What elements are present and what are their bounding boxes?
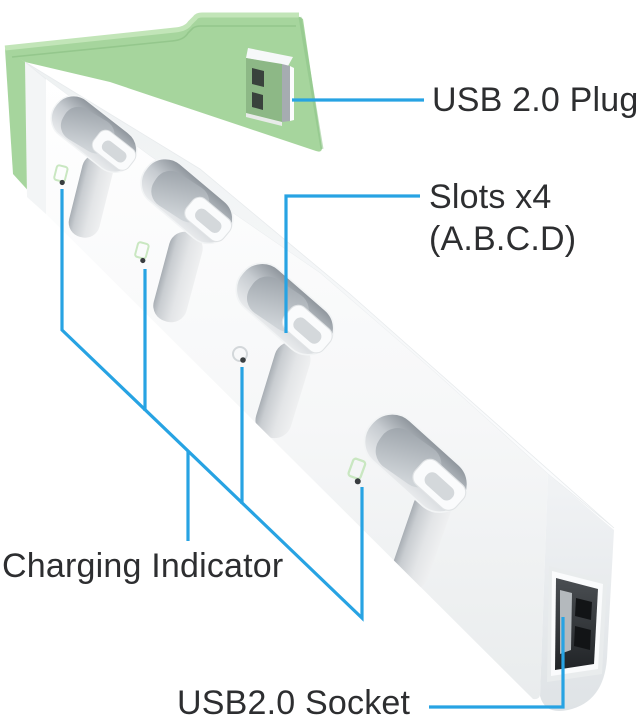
plug-tongue-face xyxy=(246,58,282,122)
slots-callout-line xyxy=(284,194,420,333)
controller-slots xyxy=(50,94,469,591)
slots-label-line1: Slots x4 xyxy=(429,178,552,216)
plug-shell-edge xyxy=(290,66,294,121)
usb-socket-label: USB2.0 Socket xyxy=(177,684,411,719)
socket-contact xyxy=(575,598,592,620)
slots-label: Slots x4 (A.B.C.D) xyxy=(429,176,576,260)
usb-socket-callout-line xyxy=(429,617,565,709)
plug-shell-inner xyxy=(282,64,290,122)
slot-b xyxy=(140,157,234,323)
slot-d xyxy=(363,412,469,591)
charging-callout-line-main xyxy=(60,189,364,622)
led-indicator-1 xyxy=(53,164,69,186)
charging-indicator-leds xyxy=(53,164,367,485)
led-indicator-3 xyxy=(232,346,248,363)
usb-socket xyxy=(547,566,607,682)
charging-indicator-label: Charging Indicator xyxy=(2,547,284,585)
usb-plug xyxy=(246,48,294,126)
led-indicator-2 xyxy=(134,241,150,264)
annotation-lines xyxy=(60,98,565,709)
plug-shell-bottom xyxy=(246,113,282,126)
slots-label-line2: (A.B.C.D) xyxy=(429,220,577,258)
plug-contact-window xyxy=(252,92,263,110)
led-indicator-4 xyxy=(347,457,367,485)
plug-contact-window xyxy=(252,68,264,87)
usb-plug-label: USB 2.0 Plug xyxy=(432,81,639,119)
bar-left-end-face xyxy=(25,62,46,214)
socket-contact xyxy=(574,626,591,650)
plug-shell-top xyxy=(246,48,293,66)
slot-a xyxy=(50,94,138,238)
